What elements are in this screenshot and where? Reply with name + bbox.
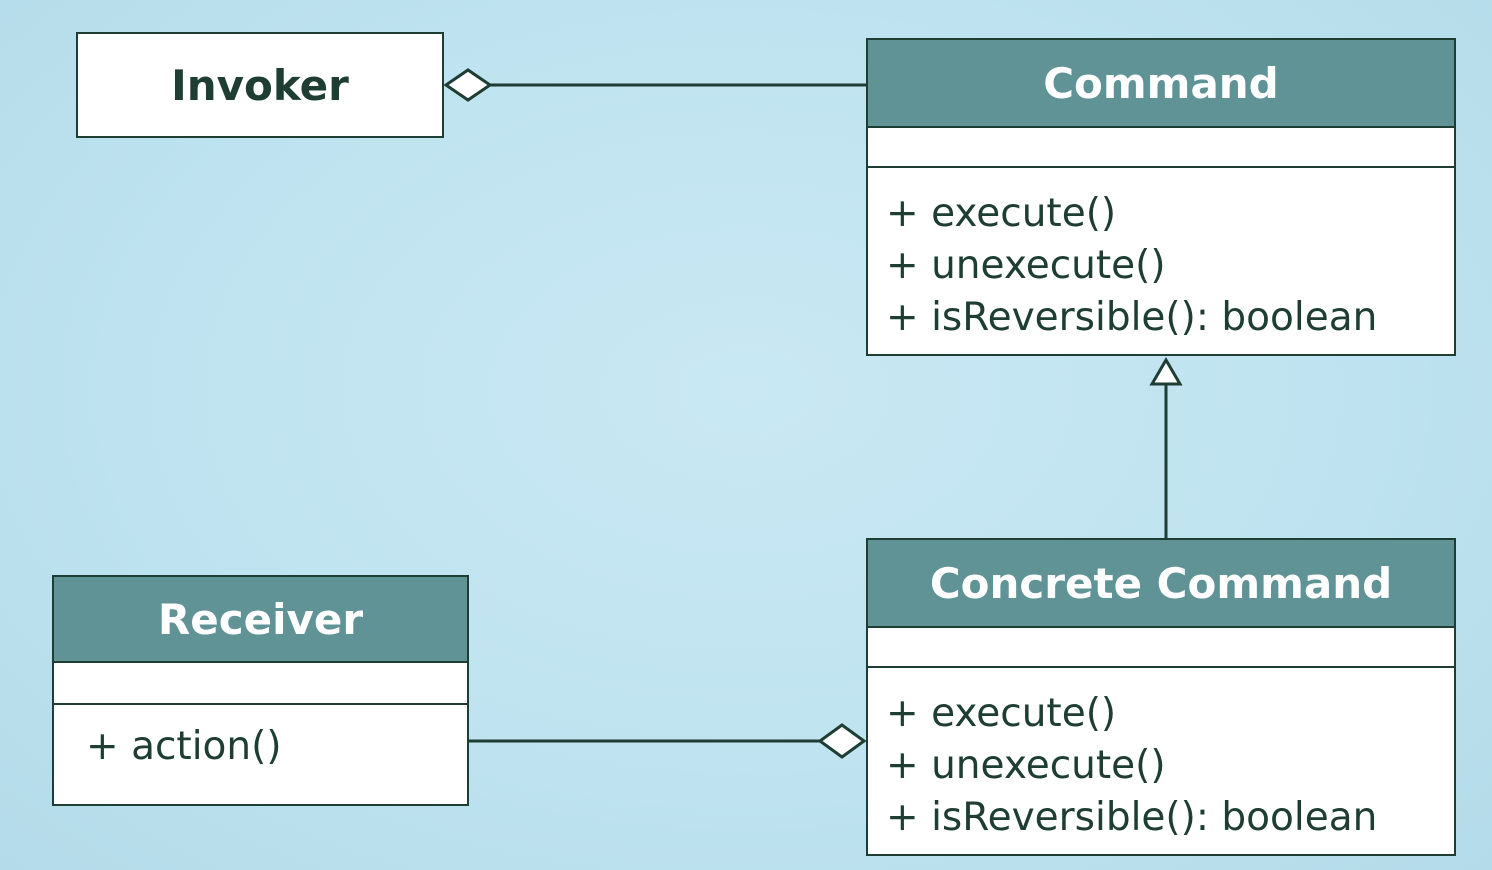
command-class: Command + execute() + unexecute() + isRe…: [866, 38, 1456, 356]
concrete-command-class: Concrete Command + execute() + unexecute…: [866, 538, 1456, 856]
concrete-command-operations-compartment: + execute() + unexecute() + isReversible…: [868, 668, 1454, 844]
command-operations-compartment: + execute() + unexecute() + isReversible…: [868, 168, 1454, 344]
command-operation: + isReversible(): boolean: [886, 295, 1378, 340]
command-class-name: Command: [1043, 58, 1279, 108]
receiver-operation: + action(): [86, 724, 282, 769]
concrete-command-operation: + unexecute(): [886, 743, 1166, 788]
invoker-class: Invoker: [76, 32, 444, 138]
aggregation-diamond-icon: [817, 723, 867, 759]
command-attributes-compartment: [868, 128, 1454, 168]
receiver-operations-compartment: + action(): [54, 705, 467, 773]
concrete-command-attributes-compartment: [868, 628, 1454, 668]
concrete-command-class-header: Concrete Command: [868, 540, 1454, 628]
concrete-command-class-name: Concrete Command: [929, 558, 1393, 608]
invoker-class-name: Invoker: [171, 60, 349, 110]
receiver-class-header: Receiver: [54, 577, 467, 663]
command-operation: + execute(): [886, 191, 1117, 236]
aggregation-diamond-icon: [443, 68, 493, 102]
concrete-command-operation: + execute(): [886, 691, 1117, 736]
command-class-header: Command: [868, 40, 1454, 128]
command-operation: + unexecute(): [886, 243, 1166, 288]
receiver-class-name: Receiver: [157, 594, 364, 644]
concrete-command-operation: + isReversible(): boolean: [886, 795, 1378, 840]
receiver-attributes-compartment: [54, 663, 467, 705]
generalization-triangle-icon: [1149, 357, 1183, 386]
receiver-class: Receiver + action(): [52, 575, 469, 806]
